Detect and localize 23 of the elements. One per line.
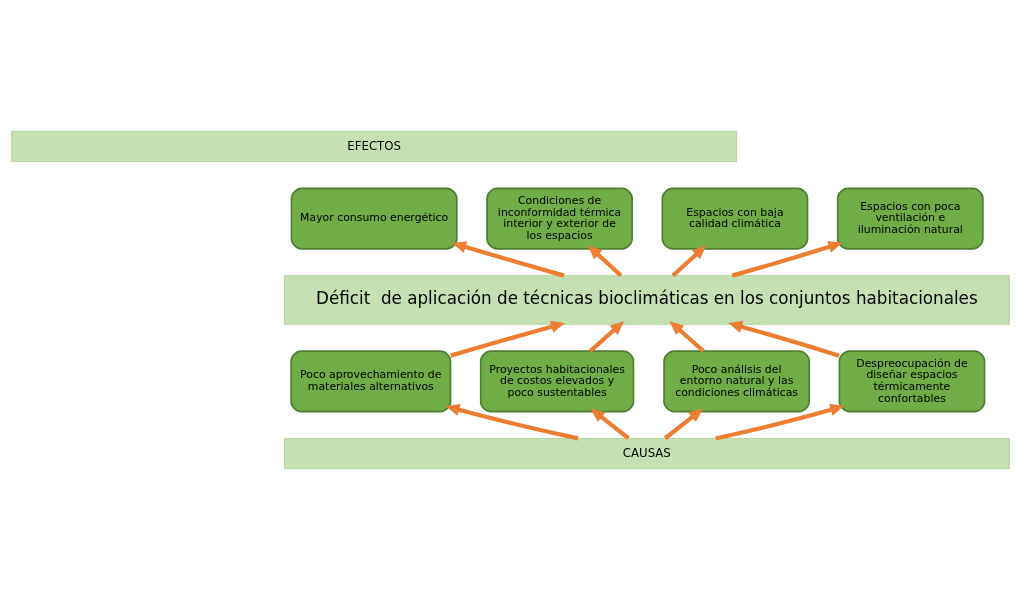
- arrow: [715, 403, 845, 441]
- arrow: [669, 320, 705, 353]
- arrow: [671, 245, 707, 277]
- arrow: [731, 241, 843, 278]
- arrow: [587, 245, 623, 277]
- arrow: [445, 403, 579, 441]
- node-box: Espacios con poca ventilación e iluminación natural: [836, 187, 984, 250]
- node-box: Espacios con baja calidad climática: [661, 187, 809, 250]
- node-box: EFECTOS: [11, 130, 738, 162]
- node-box: CAUSAS: [283, 438, 1010, 470]
- arrow: [663, 408, 704, 440]
- arrow: [588, 320, 625, 353]
- node-box: Déficit de aplicación de técnicas bioclimáticas en los conjuntos habitacionales: [283, 275, 1010, 325]
- arrow: [451, 241, 565, 278]
- node-box: Mayor consumo energético: [290, 187, 458, 250]
- node-box: Poco aprovechamiento de materiales alternativos: [290, 350, 452, 413]
- node-box: Poco análisis del entorno natural y las condiciones climáticas: [663, 350, 811, 413]
- arrow: [728, 320, 840, 358]
- node-box: Proyectos habitacionales de costos elevados y poco sustentables: [479, 350, 635, 413]
- arrow: [590, 408, 630, 440]
- node-box: Condiciones de inconformidad térmica interior y exterior de los espacios: [486, 187, 633, 250]
- node-box: Despreocupación de diseñar espacios térmicamente confortables: [838, 350, 986, 413]
- arrow: [450, 320, 566, 358]
